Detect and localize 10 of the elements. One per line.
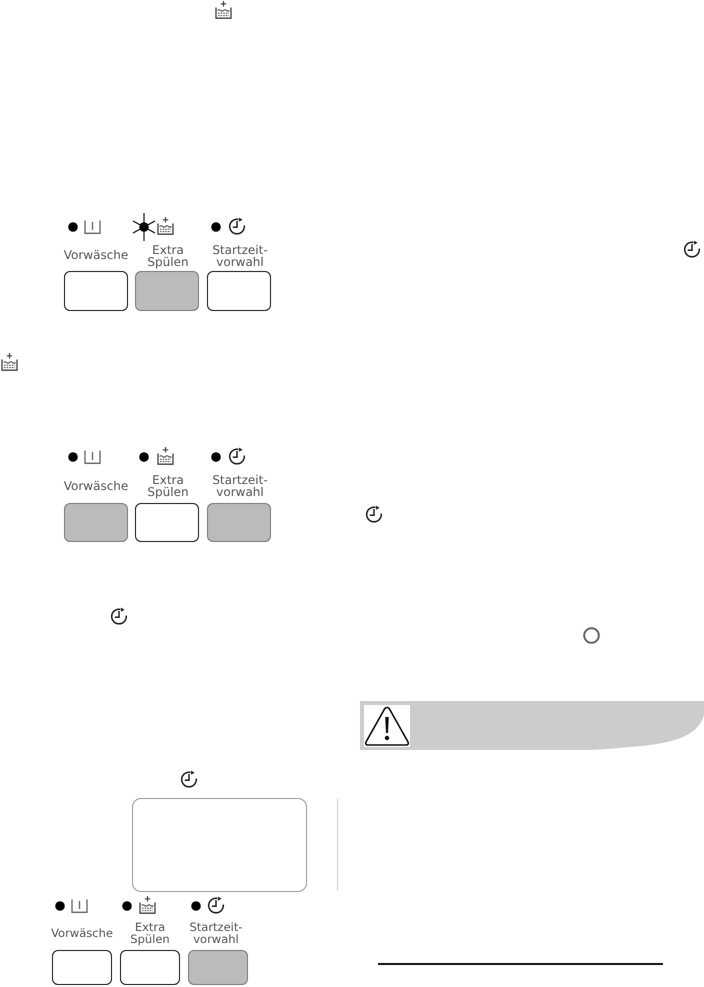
button-label: Vorwäsche bbox=[64, 480, 128, 492]
button-label: Startzeit- vorwahl bbox=[189, 921, 243, 945]
display-screen bbox=[132, 798, 307, 892]
button-label: Startzeit- vorwahl bbox=[212, 244, 268, 268]
button-label: Extra Spülen bbox=[130, 921, 170, 945]
button-label: Startzeit- vorwahl bbox=[212, 474, 268, 498]
button-label: Vorwäsche bbox=[64, 249, 128, 261]
button-label: Vorwäsche bbox=[51, 927, 113, 939]
button-label: Extra Spülen bbox=[147, 244, 189, 268]
button-label: Extra Spülen bbox=[147, 474, 189, 498]
